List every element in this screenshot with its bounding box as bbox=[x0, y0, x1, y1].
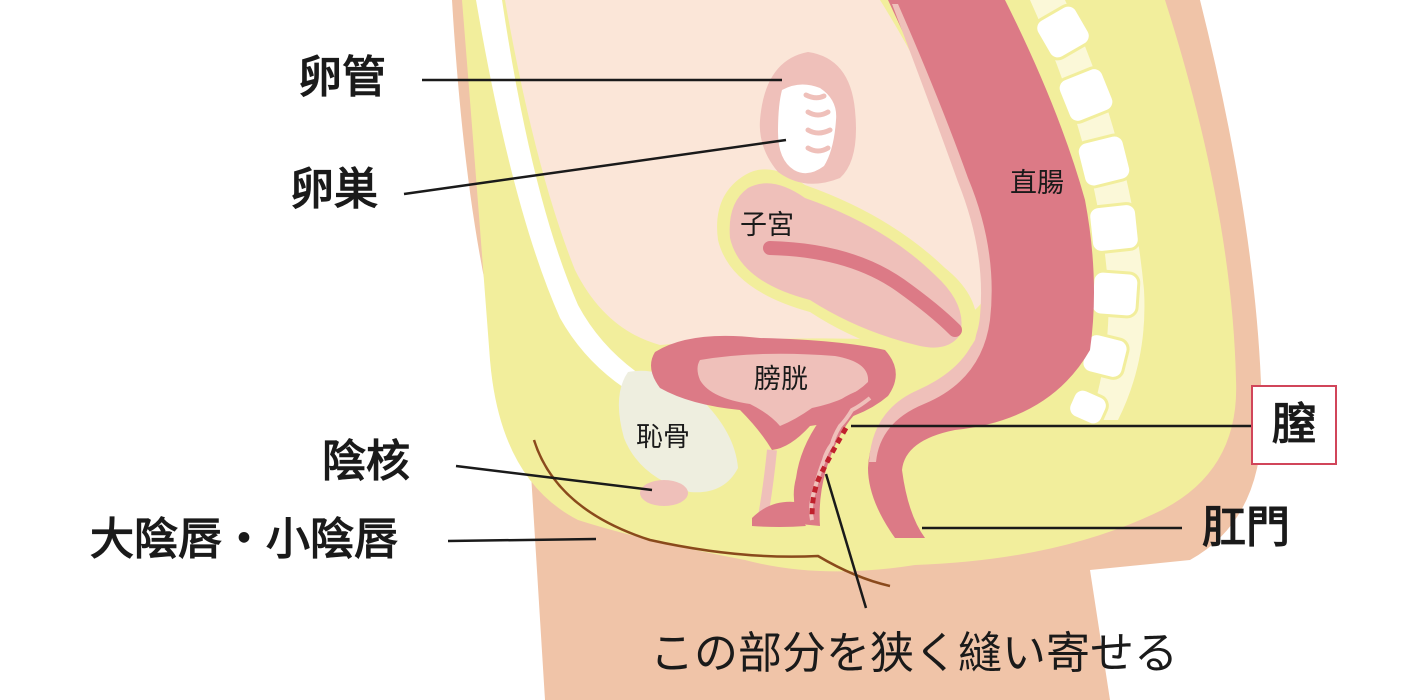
label-clitoris: 陰核 bbox=[322, 436, 410, 487]
abdominal-wall-stripe bbox=[476, 0, 648, 398]
leader-clitoris bbox=[455, 464, 653, 492]
rectum-lumen bbox=[869, 4, 992, 462]
label-pubic-bone: 恥骨 bbox=[636, 422, 690, 453]
uterus-cavity bbox=[763, 241, 962, 337]
vagina-highlight-box: 膣 bbox=[1251, 385, 1337, 465]
label-rectum: 直腸 bbox=[1010, 168, 1064, 199]
label-ovary: 卵巣 bbox=[290, 164, 378, 215]
label-vagina: 膣 bbox=[1272, 399, 1316, 450]
leader-ovary bbox=[403, 138, 787, 196]
vertebrae bbox=[1034, 3, 1141, 427]
leader-note bbox=[824, 473, 868, 609]
bladder-inner bbox=[697, 353, 869, 426]
label-suture-note: この部分を狭く縫い寄せる bbox=[650, 628, 1178, 679]
label-labia: 大陰唇・小陰唇 bbox=[90, 514, 398, 565]
label-fallopian-tube: 卵管 bbox=[298, 52, 386, 103]
ovary-texture bbox=[803, 92, 833, 154]
suture-line bbox=[809, 426, 849, 517]
label-uterus: 子宮 bbox=[740, 210, 794, 241]
pubic-bone bbox=[618, 370, 738, 493]
labia-contour bbox=[532, 439, 891, 588]
leader-labia bbox=[447, 537, 597, 543]
label-anus: 肛門 bbox=[1202, 502, 1290, 553]
label-bladder: 膀胱 bbox=[754, 364, 808, 395]
perineum bbox=[752, 501, 806, 527]
leader-lines bbox=[403, 78, 1251, 609]
clitoris bbox=[640, 480, 688, 506]
